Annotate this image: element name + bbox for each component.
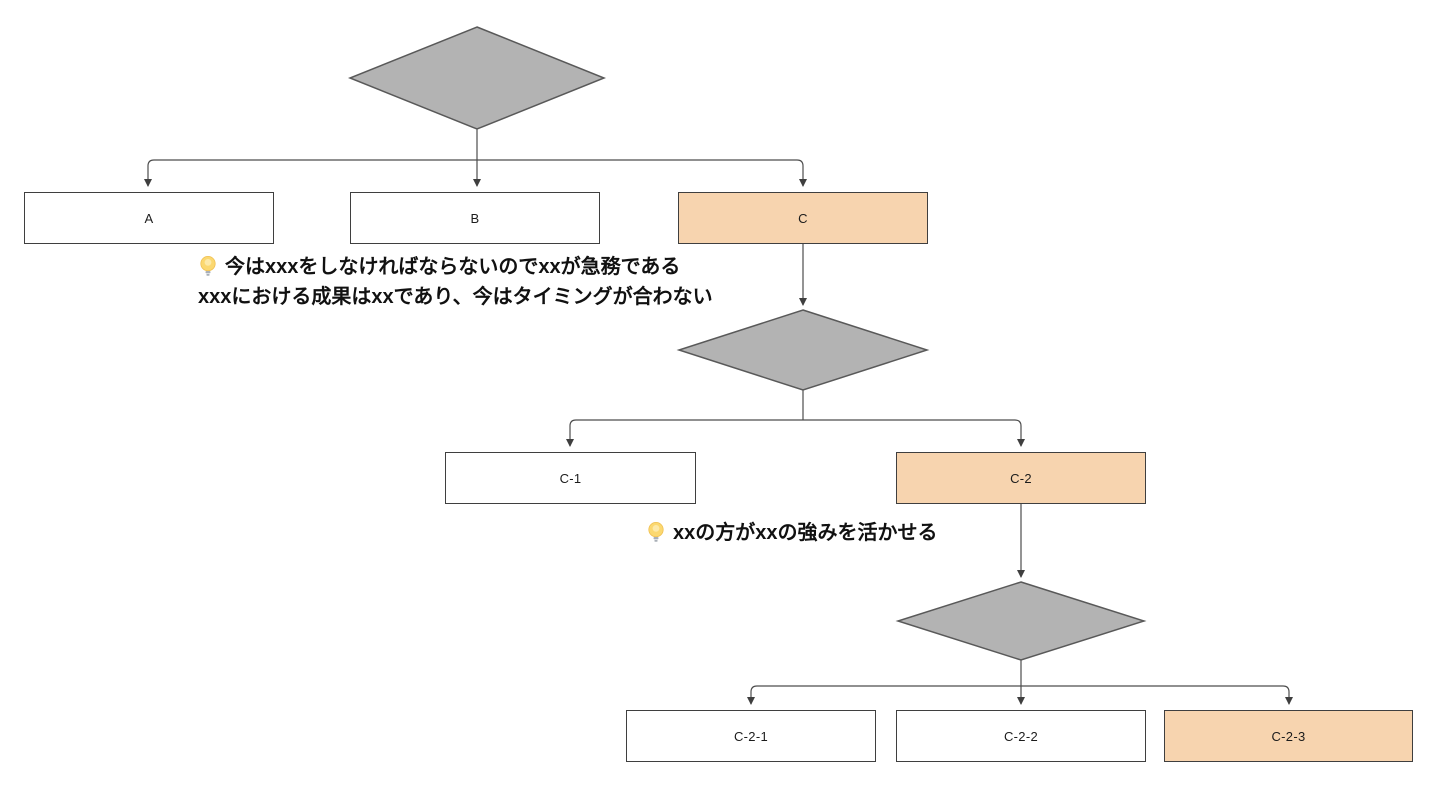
annotation-note-1-line-1: 今はxxxをしなければならないのでxxが急務である [198, 252, 713, 282]
connector-d2-to-c1 [566, 419, 803, 447]
node-c23-label: C-2-3 [1271, 728, 1306, 744]
node-b[interactable]: B [350, 192, 600, 244]
node-c22[interactable]: C-2-2 [896, 710, 1146, 762]
connector-d3-to-c21 [747, 685, 1021, 705]
annotation-note-2[interactable]: xxの方がxxの強みを活かせる [646, 518, 938, 548]
node-b-label: B [470, 210, 480, 226]
node-c21-label: C-2-1 [733, 728, 768, 744]
connector-d2-to-c2 [803, 419, 1025, 447]
node-c23[interactable]: C-2-3 [1164, 710, 1413, 762]
node-c2-label: C-2 [1010, 470, 1032, 486]
node-c22-label: C-2-2 [1003, 728, 1038, 744]
node-a[interactable]: A [24, 192, 274, 244]
decision-diamond-1[interactable] [347, 26, 607, 130]
connector-d1-to-a [144, 159, 477, 187]
annotation-note-1[interactable]: 今はxxxをしなければならないのでxxが急務である xxxにおける成果はxxであ… [198, 252, 713, 312]
annotation-text: xxの方がxxの強みを活かせる [673, 522, 938, 544]
node-c-label: C [798, 210, 808, 226]
annotation-note-2-line-1: xxの方がxxの強みを活かせる [646, 518, 938, 548]
lightbulb-icon [648, 522, 664, 542]
lightbulb-icon [200, 256, 216, 276]
node-c[interactable]: C [678, 192, 928, 244]
annotation-note-1-line-2: xxxにおける成果はxxであり、今はタイミングが合わない [198, 282, 713, 312]
decision-diamond-3[interactable] [895, 581, 1147, 661]
decision-diamond-2[interactable] [676, 309, 930, 391]
connector-d1-to-c [477, 159, 807, 187]
annotation-text: 今はxxxをしなければならないのでxxが急務である [225, 256, 681, 278]
connector-d3-to-c23 [1021, 685, 1293, 705]
node-c2[interactable]: C-2 [896, 452, 1146, 504]
annotation-text: xxxにおける成果はxxであり、今はタイミングが合わない [198, 286, 713, 308]
node-c1[interactable]: C-1 [445, 452, 696, 504]
node-a-label: A [144, 210, 154, 226]
node-c1-label: C-1 [559, 470, 582, 486]
node-c21[interactable]: C-2-1 [626, 710, 876, 762]
